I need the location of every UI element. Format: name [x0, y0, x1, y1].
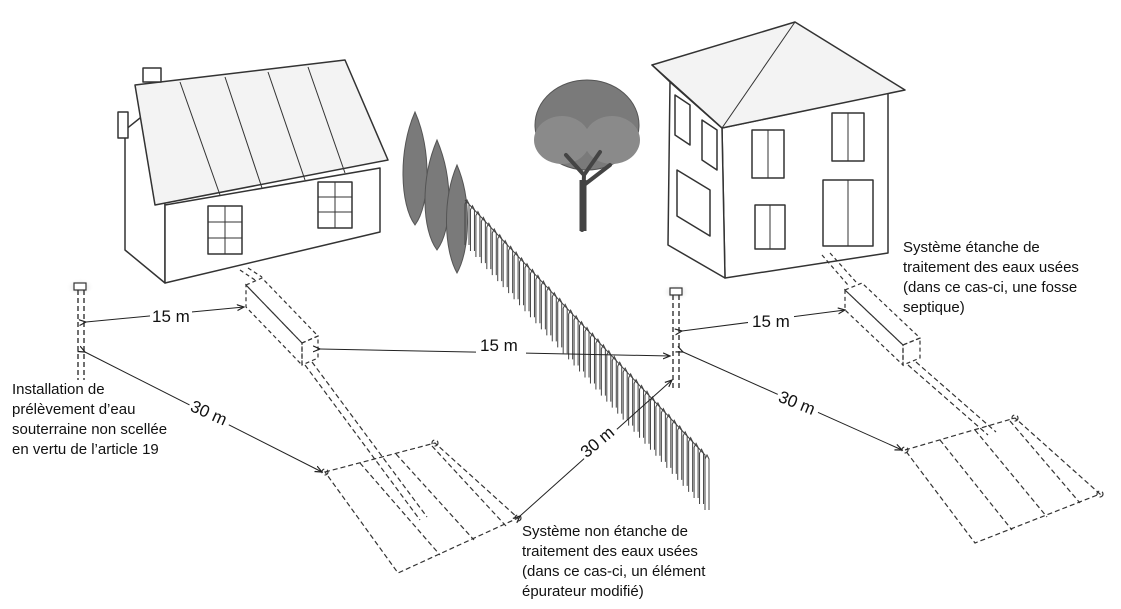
sealed-system-label-line-4: septique): [903, 299, 965, 316]
sealed-system-label-line-1: Système étanche de: [903, 239, 1040, 256]
fence-picket: [649, 395, 655, 450]
well-label-line-2: prélèvement d’eau: [12, 401, 136, 418]
fence-picket: [600, 343, 606, 396]
distance-label-tank-to-well-right: 15 m: [480, 336, 518, 355]
fence-picket: [524, 262, 530, 312]
fence-picket: [584, 326, 590, 378]
sealed-system-label-line-3: (dans ce cas-ci, une fosse: [903, 279, 1078, 296]
right-house: [651, 21, 906, 279]
fence-picket: [622, 366, 628, 420]
right-well: [662, 283, 690, 390]
sealed-system-label-line-2: traitement des eaux usées: [903, 259, 1079, 276]
cypress-trees: [402, 110, 468, 275]
left-house-gutter: [117, 111, 129, 139]
fence-picket: [508, 245, 514, 294]
left-house-roof: [134, 59, 389, 206]
fence-picket: [573, 314, 579, 366]
right-house-window-upper-1: [751, 129, 785, 179]
fence-picket: [579, 320, 585, 372]
non-sealed-system-label-line-4: épurateur modifié): [522, 583, 644, 600]
fence-picket: [682, 430, 688, 486]
fence-picket: [469, 204, 475, 252]
well-label-line-1: Installation de: [12, 381, 105, 398]
fence-picket: [677, 424, 683, 480]
fence-picket: [486, 222, 492, 270]
right-house-side-windows: [674, 94, 718, 237]
fence-picket: [671, 419, 677, 474]
fence-picket: [606, 349, 612, 402]
right-house-window-lower: [754, 204, 786, 250]
distance-label-well-right-to-field-right: 30 m: [776, 387, 818, 419]
cypress-tree-3: [446, 163, 468, 275]
left-pipes: [304, 361, 428, 521]
left-drain-field: [321, 439, 522, 574]
right-house-window-upper-2: [831, 112, 865, 162]
left-house-window-2: [317, 181, 353, 229]
well-label-line-4: en vertu de l’article 19: [12, 441, 159, 458]
distance-labels: 15 m 15 m 15 m 30 m 30 m 30 m: [150, 306, 822, 463]
fence-picket: [502, 239, 508, 288]
fence-picket: [480, 216, 486, 264]
fence-picket: [633, 378, 639, 432]
distance-label-well-left-to-tank: 15 m: [152, 307, 190, 326]
fence-picket: [568, 308, 574, 360]
fence-picket: [660, 407, 666, 462]
fence-picket: [617, 361, 623, 414]
fence-picket: [535, 274, 541, 324]
fence-picket: [475, 210, 481, 258]
fence-picket: [644, 390, 650, 444]
distance-label-well-right-to-tank-right: 15 m: [752, 312, 790, 331]
fence-picket: [519, 256, 525, 306]
fence-picket: [595, 337, 601, 390]
non-sealed-system-label-line-1: Système non étanche de: [522, 523, 688, 540]
right-pipes: [907, 361, 997, 436]
fence-picket: [611, 355, 617, 408]
fence-picket: [562, 303, 568, 354]
fence-picket: [540, 280, 546, 330]
distance-label-well-left-to-field: 30 m: [188, 397, 230, 430]
deciduous-tree: [534, 79, 640, 232]
fence-picket: [666, 413, 672, 468]
fence-picket: [497, 233, 503, 282]
right-house-door: [822, 179, 874, 247]
sealed-system-label: Système étanche de traitement des eaux u…: [903, 238, 1079, 318]
fence-picket: [513, 251, 519, 300]
fence-picket: [546, 285, 552, 336]
fence-picket: [491, 227, 497, 276]
well-label: Installation de prélèvement d’eau souter…: [12, 380, 167, 460]
fence-picket: [589, 332, 595, 384]
cypress-tree-2: [424, 138, 450, 251]
cypress-tree-1: [402, 110, 428, 226]
fence-picket: [557, 297, 563, 348]
left-house-chimney: [142, 67, 162, 83]
left-house-window-1: [207, 205, 243, 255]
fence-picket: [529, 268, 535, 318]
non-sealed-system-label-line-2: traitement des eaux usées: [522, 543, 698, 560]
fence-picket: [551, 291, 557, 342]
fence-picket: [693, 442, 699, 498]
fence-picket: [699, 448, 705, 504]
right-house-roof-side: [651, 64, 723, 129]
fence-picket: [464, 198, 470, 245]
non-sealed-system-label: Système non étanche de traitement des ea…: [522, 522, 705, 602]
well-label-line-3: souterraine non scellée: [12, 421, 168, 438]
left-well: [66, 278, 94, 380]
non-sealed-system-label-line-3: (dans ce cas-ci, un élément: [522, 563, 706, 580]
fence-picket: [704, 453, 710, 510]
left-house: [117, 59, 389, 284]
right-drain-field: [901, 414, 1104, 544]
fence-picket: [688, 436, 694, 492]
fence-picket: [655, 401, 661, 456]
fence-picket: [639, 384, 645, 438]
left-septic-tank: [239, 267, 320, 367]
